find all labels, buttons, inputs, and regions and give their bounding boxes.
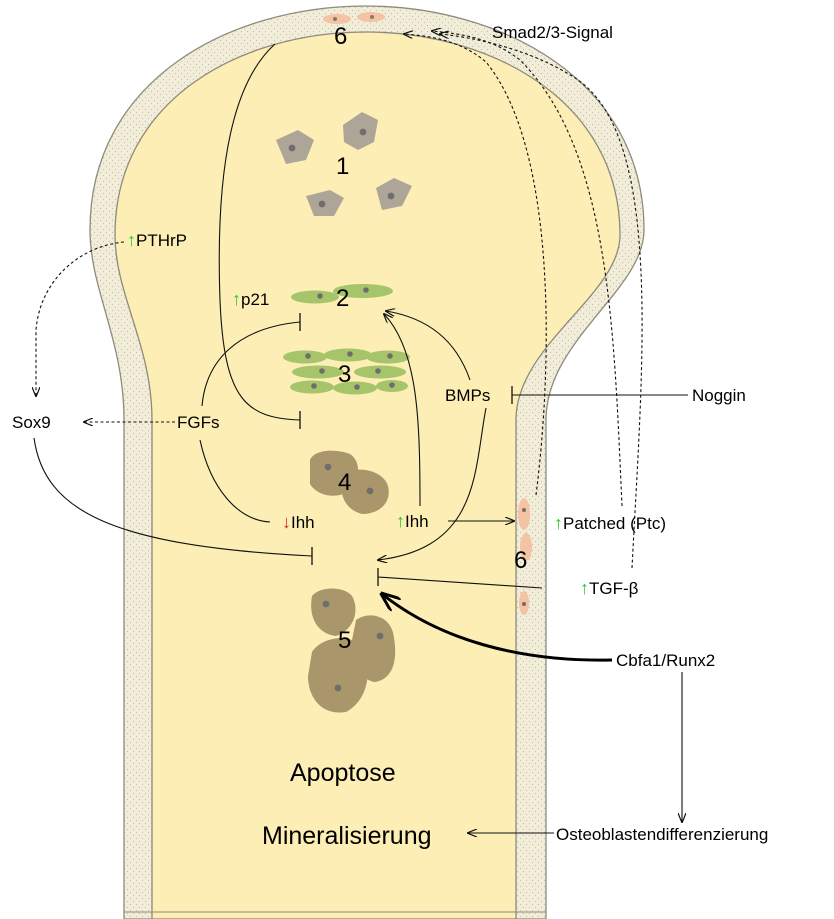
label-ihh-right-group: ↑Ihh <box>396 511 429 531</box>
down-arrow-icon: ↓ <box>282 512 291 532</box>
label-mineral: Mineralisierung <box>262 822 432 850</box>
label-ihh-right: Ihh <box>405 512 429 531</box>
up-arrow-icon: ↑ <box>127 230 136 250</box>
label-fgfs: FGFs <box>177 413 220 432</box>
up-arrow-icon: ↑ <box>232 289 241 309</box>
zone-number-6-top: 6 <box>334 23 347 50</box>
label-pthrp-group: ↑PTHrP <box>127 230 187 250</box>
zone-number-6-side: 6 <box>514 547 527 574</box>
label-sox9: Sox9 <box>12 413 51 432</box>
label-p21: p21 <box>241 290 269 309</box>
label-bmps: BMPs <box>445 386 490 405</box>
zone-number-4: 4 <box>338 469 351 496</box>
label-osteo: Osteoblastendifferenzierung <box>556 825 768 844</box>
label-smad: Smad2/3-Signal <box>492 23 613 42</box>
label-ihh-left-group: ↓Ihh <box>282 512 315 532</box>
label-noggin: Noggin <box>692 386 746 405</box>
label-runx: Cbfa1/Runx2 <box>616 651 715 670</box>
label-ihh-left: Ihh <box>291 513 315 532</box>
label-tgf: TGF-β <box>589 579 639 598</box>
zone-number-1: 1 <box>336 153 349 180</box>
label-patched: Patched (Ptc) <box>563 514 666 533</box>
label-pthrp: PTHrP <box>136 231 187 250</box>
zone-number-2: 2 <box>336 285 349 312</box>
label-apoptose: Apoptose <box>290 759 396 787</box>
up-arrow-icon: ↑ <box>554 513 563 533</box>
up-arrow-icon: ↑ <box>396 511 405 531</box>
label-patched-group: ↑Patched (Ptc) <box>554 513 666 533</box>
zone-number-5: 5 <box>338 627 351 654</box>
label-p21-group: ↑p21 <box>232 289 269 309</box>
up-arrow-icon: ↑ <box>580 578 589 598</box>
label-tgf-group: ↑TGF-β <box>580 578 639 598</box>
zone-number-3: 3 <box>338 361 351 388</box>
